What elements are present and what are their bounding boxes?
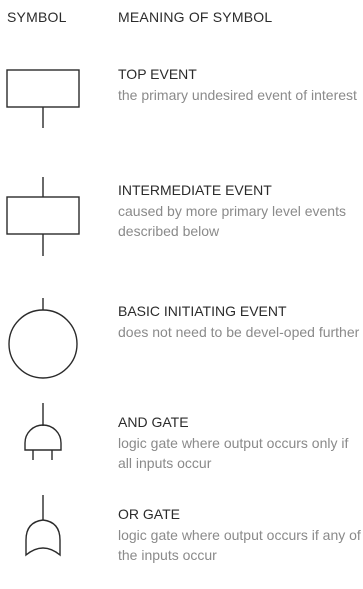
legend-description: logic gate where output occurs if any of…: [118, 527, 361, 563]
legend-name: AND GATE: [118, 414, 189, 430]
symbol-column-header: SYMBOL: [7, 9, 67, 25]
and-gate-icon: [0, 403, 110, 486]
legend-description: does not need to be devel-oped further: [118, 324, 360, 340]
legend-name: TOP EVENT: [118, 66, 197, 82]
legend-name: INTERMEDIATE EVENT: [118, 182, 272, 198]
legend-description: logic gate where output occurs only if a…: [118, 435, 349, 471]
legend-name: OR GATE: [118, 506, 180, 522]
legend-description: caused by more primary level events desc…: [118, 203, 346, 239]
or-gate-icon: [0, 495, 110, 578]
intermediate-event-rectangle-icon: [0, 177, 110, 270]
legend-description: the primary undesired event of interest: [118, 87, 357, 103]
basic-event-circle-icon: [0, 298, 110, 390]
top-event-rectangle-icon: [0, 66, 110, 136]
meaning-column-header: MEANING OF SYMBOL: [118, 9, 273, 25]
legend-name: BASIC INITIATING EVENT: [118, 303, 287, 319]
